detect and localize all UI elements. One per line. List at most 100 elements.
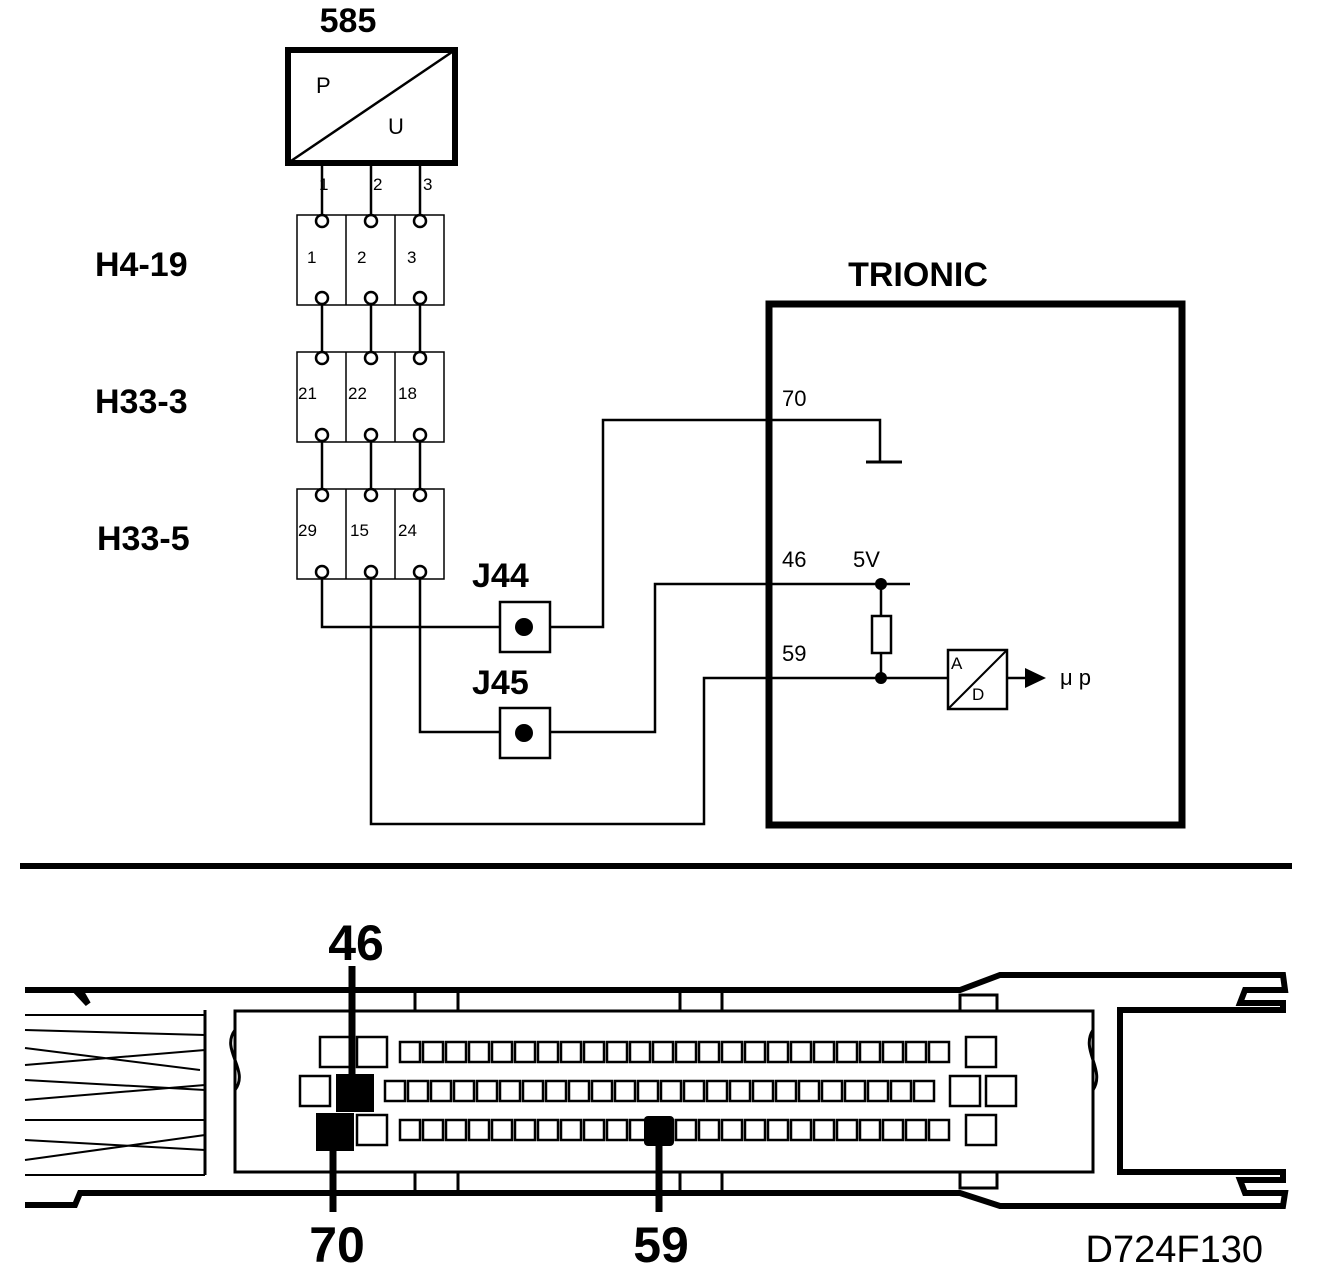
connector-pin-cell bbox=[743, 1118, 767, 1142]
connector-pin-cell bbox=[398, 1040, 422, 1064]
connector-pin-cell bbox=[728, 1079, 752, 1103]
connector-pin-cell bbox=[889, 1079, 913, 1103]
h33-3-pin: 18 bbox=[398, 384, 417, 403]
connector-pin-cell bbox=[697, 1040, 721, 1064]
junction-j45 bbox=[498, 706, 552, 760]
connector-pin-cell bbox=[789, 1118, 813, 1142]
connector-pin-cell bbox=[513, 1040, 537, 1064]
connector-pin-cell bbox=[605, 1118, 629, 1142]
connector-pin-cell bbox=[429, 1079, 453, 1103]
connector-pin-cell bbox=[705, 1079, 729, 1103]
connector-pin-cell bbox=[398, 1118, 422, 1142]
connector-pin-cell bbox=[651, 1040, 675, 1064]
adc-converter: A D bbox=[946, 648, 1009, 711]
connector-pin-cell bbox=[467, 1040, 491, 1064]
connector-pin-cell bbox=[452, 1079, 476, 1103]
connector-pin-cell bbox=[355, 1113, 389, 1147]
connector-pin-cell bbox=[766, 1118, 790, 1142]
trionic-pin-46: 46 bbox=[782, 547, 806, 572]
h4-19-pin: 2 bbox=[357, 248, 366, 267]
connector-h33-5-label: H33-5 bbox=[97, 520, 190, 558]
pin-label-70: 70 bbox=[309, 1217, 365, 1273]
h33-3-pin: 22 bbox=[348, 384, 367, 403]
connector-pin-cell bbox=[774, 1079, 798, 1103]
sensor-p-label: P bbox=[316, 73, 331, 98]
connector-pin-cell bbox=[720, 1040, 744, 1064]
ecu-connector-view bbox=[24, 966, 1289, 1212]
connector-pin-cell bbox=[559, 1118, 583, 1142]
connector-pin-cell bbox=[355, 1035, 389, 1069]
connector-pin-cell bbox=[421, 1118, 445, 1142]
connector-h4-19-label: H4-19 bbox=[95, 246, 188, 284]
supply-voltage: 5V bbox=[853, 547, 880, 572]
connector-pin-cell bbox=[383, 1079, 407, 1103]
sensor-pin-1: 1 bbox=[319, 175, 328, 194]
connector-pin-cell bbox=[843, 1079, 867, 1103]
h33-5-pin: 29 bbox=[298, 521, 317, 540]
connector-pin-cell bbox=[582, 1040, 606, 1064]
connector-pin-cell bbox=[636, 1079, 660, 1103]
connector-pin-cell bbox=[467, 1118, 491, 1142]
connector-pin-cell bbox=[964, 1113, 998, 1147]
pin-label-46: 46 bbox=[328, 915, 384, 971]
connector-pin-cell bbox=[674, 1040, 698, 1064]
connector-pin-cell bbox=[789, 1040, 813, 1064]
junction-j44 bbox=[498, 600, 552, 654]
connector-pin-cell bbox=[674, 1118, 698, 1142]
connector-pin-cell bbox=[521, 1079, 545, 1103]
connector-h4-19: 1 2 3 bbox=[296, 213, 445, 306]
connector-pin-cell bbox=[318, 1035, 352, 1069]
sensor-number: 585 bbox=[320, 2, 377, 40]
connector-h33-3-label: H33-3 bbox=[95, 383, 188, 421]
h4-19-pin: 1 bbox=[307, 248, 316, 267]
connector-h33-5: 29 15 24 bbox=[296, 487, 445, 580]
connector-pin-grid bbox=[298, 1035, 1018, 1147]
connector-pin-cell bbox=[421, 1040, 445, 1064]
connector-pin-cell bbox=[628, 1040, 652, 1064]
connector-pin-cell bbox=[904, 1118, 928, 1142]
h4-19-pin: 3 bbox=[407, 248, 416, 267]
connector-pin-cell bbox=[904, 1040, 928, 1064]
connector-pin-cell bbox=[475, 1079, 499, 1103]
sensor-u-label: U bbox=[388, 114, 404, 139]
connector-pin-cell bbox=[444, 1040, 468, 1064]
pull-up-resistor bbox=[870, 614, 893, 655]
h33-3-pin: 21 bbox=[298, 384, 317, 403]
connector-pin-cell bbox=[605, 1040, 629, 1064]
connector-pin-cell bbox=[490, 1040, 514, 1064]
connector-pin-cell bbox=[927, 1118, 951, 1142]
connector-pin-cell bbox=[881, 1040, 905, 1064]
connector-pin-cell bbox=[964, 1035, 998, 1069]
connector-housing bbox=[25, 972, 1289, 1209]
sensor-pin-2: 2 bbox=[373, 175, 382, 194]
connector-pin-cell bbox=[797, 1079, 821, 1103]
junction-j44-label: J44 bbox=[472, 557, 529, 595]
connector-pin-cell bbox=[812, 1040, 836, 1064]
connector-pin-cell bbox=[866, 1079, 890, 1103]
wires bbox=[320, 418, 948, 826]
pin-label-59: 59 bbox=[633, 1217, 689, 1273]
connector-pin-cell bbox=[536, 1118, 560, 1142]
connector-pin-cell bbox=[820, 1079, 844, 1103]
connector-pin-cell bbox=[498, 1079, 522, 1103]
connector-pin-cell bbox=[766, 1040, 790, 1064]
sensor-pin-3: 3 bbox=[423, 175, 432, 194]
connector-pin-cell bbox=[536, 1040, 560, 1064]
connector-pin-cell bbox=[406, 1079, 430, 1103]
wire-bundle bbox=[24, 1014, 206, 1176]
connector-pin-cell bbox=[743, 1040, 767, 1064]
junction-j45-label: J45 bbox=[472, 664, 529, 702]
connector-pin-cell bbox=[582, 1118, 606, 1142]
adc-d-label: D bbox=[972, 685, 984, 704]
connector-pin-cell bbox=[835, 1040, 859, 1064]
connector-pin-cell bbox=[927, 1040, 951, 1064]
connector-pin-cell bbox=[812, 1118, 836, 1142]
trionic-pin-70: 70 bbox=[782, 386, 806, 411]
connector-pin-cell bbox=[559, 1040, 583, 1064]
connector-pin-cell bbox=[697, 1118, 721, 1142]
adc-a-label: A bbox=[951, 654, 963, 673]
connector-pin-cell bbox=[984, 1074, 1018, 1108]
figure-code: D724F130 bbox=[1086, 1229, 1263, 1271]
output-arrow-icon bbox=[1025, 668, 1046, 688]
